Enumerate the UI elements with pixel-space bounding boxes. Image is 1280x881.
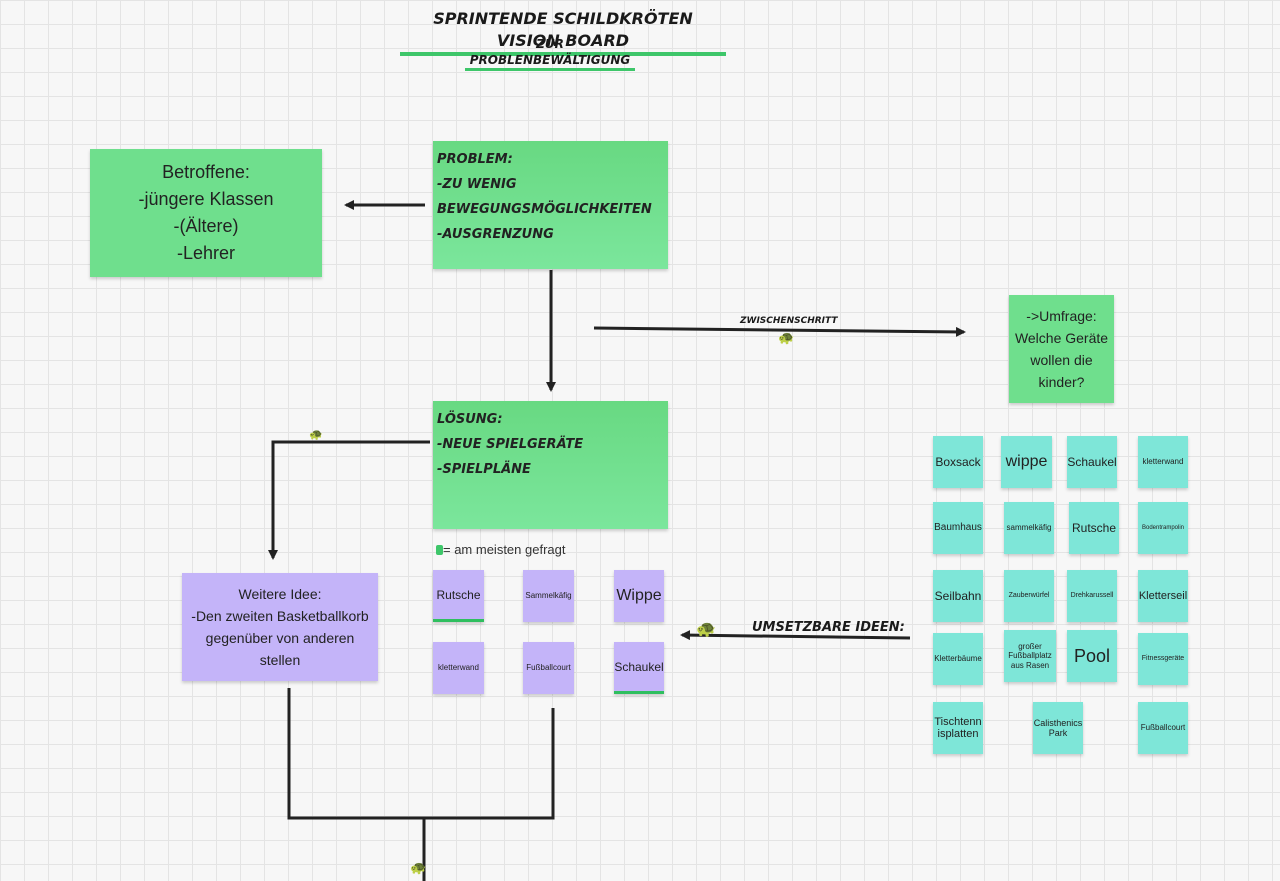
problem-line-2: -ZU WENIG <box>437 177 517 192</box>
arrow-umsetzbare <box>680 630 911 641</box>
top-idea-wippe[interactable]: Wippe <box>614 570 664 622</box>
board-title: SPRINTENDE SCHILDKRÖTEN VISION BOARD <box>400 8 726 56</box>
solution-line-1: LÖSUNG: <box>437 412 503 427</box>
top-idea-rutsche[interactable]: Rutsche <box>433 570 484 622</box>
affected-line-2: -jüngere Klassen <box>138 189 274 209</box>
survey-note-kletterseil[interactable]: Kletterseil <box>1138 570 1188 622</box>
survey-note-seilbahn[interactable]: Seilbahn <box>933 570 983 622</box>
arrow-zwischenschritt <box>593 326 966 337</box>
survey-note-boxsack[interactable]: Boxsack <box>933 436 983 488</box>
umsetzbare-ideen-label: UMSETZBARE IDEEN: <box>752 620 905 635</box>
survey-note-fussballplatz[interactable]: großer Fußballplatz aus Rasen <box>1004 630 1056 682</box>
arrow-solution-to-weitere <box>268 440 430 560</box>
turtle-icon: 🐢 <box>778 330 795 345</box>
affected-line-1: Betroffene: <box>162 162 250 182</box>
survey-note-fitnessgeraete[interactable]: Fitnessgeräte <box>1138 633 1188 685</box>
problem-line-4: -AUSGRENZUNG <box>437 227 554 242</box>
problem-note[interactable]: PROBLEM: -ZU WENIG BEWEGUNGSMÖGLICHKEITE… <box>433 141 668 269</box>
legend-text: = am meisten gefragt <box>443 542 566 557</box>
solution-line-3: -SPIELPLÄNE <box>437 462 531 477</box>
solution-note[interactable]: LÖSUNG: -NEUE SPIELGERÄTE -SPIELPLÄNE <box>433 401 668 529</box>
weitere-line-3: gegenüber von anderen <box>205 630 355 646</box>
survey-note-bodentrampolin[interactable]: Bodentrampolin <box>1138 502 1188 554</box>
turtle-icon: 🐢 <box>309 429 323 441</box>
survey-note-zauberwuerfel[interactable]: Zauberwürfel <box>1004 570 1054 622</box>
weitere-line-2: -Den zweiten Basketballkorb <box>191 608 369 624</box>
top-idea-kletterwand[interactable]: kletterwand <box>433 642 484 694</box>
weitere-line-1: Weitere Idee: <box>238 586 322 602</box>
survey-note-schaukel[interactable]: Schaukel <box>1067 436 1117 488</box>
turtle-icon: 🐢 <box>696 621 716 638</box>
legend-swatch <box>436 544 443 555</box>
bracket-line <box>287 688 555 820</box>
legend: = am meisten gefragt <box>436 542 565 557</box>
zwischenschritt-label: ZWISCHENSCHRITT <box>740 316 838 326</box>
affected-line-3: -(Ältere) <box>173 216 239 236</box>
umfrage-line-3: wollen die <box>1030 352 1093 368</box>
umfrage-line-2: Welche Geräte <box>1014 330 1109 346</box>
survey-note-kletterwand[interactable]: kletterwand <box>1138 436 1188 488</box>
affected-note[interactable]: Betroffene: -jüngere Klassen -(Ältere) -… <box>90 149 322 277</box>
problem-line-3: BEWEGUNGSMÖGLICHKEITEN <box>437 202 652 217</box>
survey-note-kletterbaeume[interactable]: Kletterbäume <box>933 633 983 685</box>
survey-note-calisthenics[interactable]: Calisthenics Park <box>1033 702 1083 754</box>
survey-note-baumhaus[interactable]: Baumhaus <box>933 502 983 554</box>
weitere-idee-note[interactable]: Weitere Idee: -Den zweiten Basketballkor… <box>182 573 378 681</box>
survey-note-drehkarussell[interactable]: Drehkarussell <box>1067 570 1117 622</box>
umfrage-line-4: kinder? <box>1038 374 1085 390</box>
affected-line-4: -Lehrer <box>176 243 236 263</box>
umfrage-note[interactable]: ->Umfrage: Welche Geräte wollen die kind… <box>1009 295 1114 403</box>
survey-note-pool[interactable]: Pool <box>1067 630 1117 682</box>
survey-note-tischtennisplatten[interactable]: Tischtenn isplatten <box>933 702 983 754</box>
top-idea-schaukel[interactable]: Schaukel <box>614 642 664 694</box>
weitere-line-4: stellen <box>259 652 301 668</box>
survey-note-wippe[interactable]: wippe <box>1001 436 1052 488</box>
survey-note-rutsche[interactable]: Rutsche <box>1069 502 1119 554</box>
top-idea-fussballcourt[interactable]: Fußballcourt <box>523 642 574 694</box>
solution-line-2: -NEUE SPIELGERÄTE <box>437 437 584 452</box>
board-subtitle: ZUR PROBLENBEWÄLTIGUNG <box>465 36 635 71</box>
survey-note-fussballcourt[interactable]: Fußballcourt <box>1138 702 1188 754</box>
problem-line-1: PROBLEM: <box>437 152 513 167</box>
survey-note-sammelkaefig[interactable]: sammelkäfig <box>1004 502 1054 554</box>
turtle-icon: 🐢 <box>410 860 427 875</box>
umfrage-line-1: ->Umfrage: <box>1026 308 1097 324</box>
top-idea-sammelkaefig[interactable]: Sammelkäfig <box>523 570 574 622</box>
